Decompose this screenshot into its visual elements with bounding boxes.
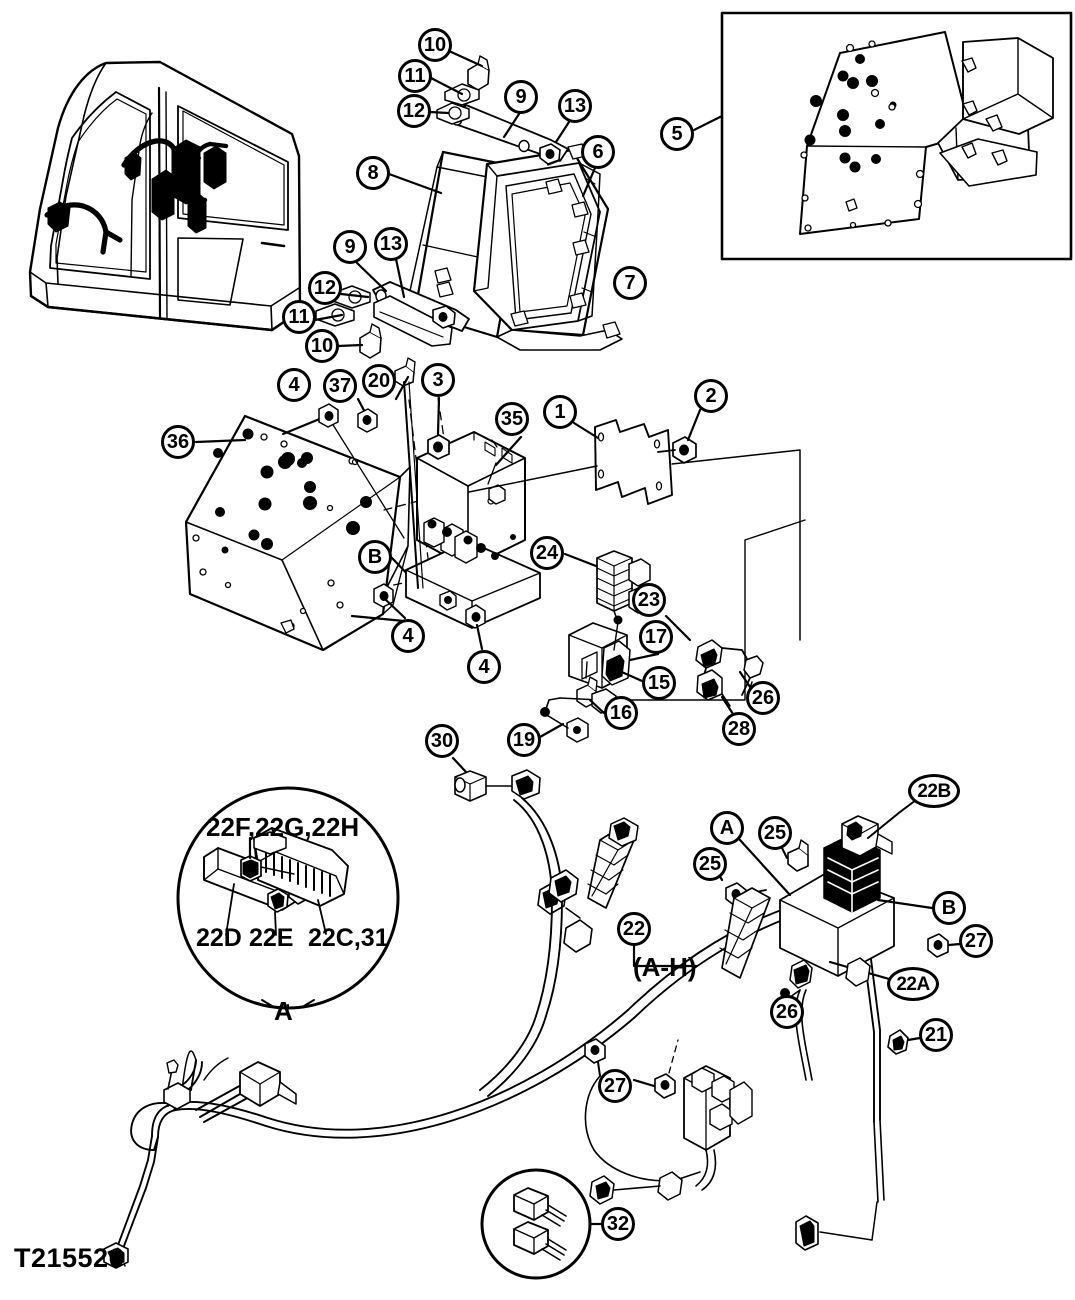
harness-fuse-strips xyxy=(479,797,771,1097)
callout-bubble-21: 21 xyxy=(919,1018,953,1052)
callout-bubble-19: 19 xyxy=(507,723,541,757)
callout-bubble-36: 36 xyxy=(161,425,195,459)
callout-bubble-10: 10 xyxy=(305,329,339,363)
callout-bubble-11: 11 xyxy=(398,59,432,93)
callout-bubble-b: B xyxy=(358,540,392,574)
callout-bubble-16: 16 xyxy=(604,696,638,730)
callout-bubble-8: 8 xyxy=(356,156,390,190)
callout-bubble-17: 17 xyxy=(639,620,673,654)
inset-box-bracket-panel xyxy=(692,11,1073,261)
callout-bubble-22: 22 xyxy=(617,912,651,946)
callout-bubble-27: 27 xyxy=(959,924,993,958)
drawing-number: T215526 xyxy=(14,1243,125,1273)
callout-bubble-26: 26 xyxy=(746,681,780,715)
callout-bubble-b: B xyxy=(932,891,966,925)
detail-a-label-left: 22D xyxy=(196,924,242,952)
detail-a-label-right: 22C,31 xyxy=(308,924,389,952)
group-label-leader xyxy=(632,944,698,968)
callout-bubble-6: 6 xyxy=(581,135,615,169)
callout-bubble-9: 9 xyxy=(333,230,367,264)
callout-bubble-22a: 22A xyxy=(887,967,939,1001)
callout-bubble-4: 4 xyxy=(391,619,425,653)
callout-bubble-9: 9 xyxy=(504,80,538,114)
control-box-chassis xyxy=(318,357,541,651)
callout-bubble-25: 25 xyxy=(758,816,792,850)
callout-bubble-24: 24 xyxy=(530,536,564,570)
callout-bubble-2: 2 xyxy=(694,379,728,413)
callout-bubble-22b: 22B xyxy=(908,774,960,808)
detail-circle-relays-art xyxy=(480,1168,603,1280)
callout-bubble-20: 20 xyxy=(362,364,396,398)
right-harness-assembly xyxy=(627,799,962,1251)
bottom-switch-assembly xyxy=(584,1038,753,1205)
callout-bubble-32: 32 xyxy=(601,1207,635,1241)
callout-bubble-13: 13 xyxy=(374,227,408,261)
callout-bubble-12: 12 xyxy=(308,271,342,305)
detail-a-label-top: 22F,22G,22H xyxy=(206,812,360,842)
callout-bubble-26: 26 xyxy=(770,995,804,1029)
harness-left-connectors xyxy=(103,1059,297,1269)
callout-bubble-30: 30 xyxy=(425,724,459,758)
callout-bubble-3: 3 xyxy=(421,363,455,397)
callout-bubble-28: 28 xyxy=(722,712,756,746)
callout-bubble-35: 35 xyxy=(495,402,529,436)
callout-bubble-27: 27 xyxy=(598,1069,632,1103)
callout-bubble-15: 15 xyxy=(642,666,676,700)
connector-30 xyxy=(451,756,541,802)
callout-bubble-5: 5 xyxy=(660,117,694,151)
callout-bubble-23: 23 xyxy=(632,583,666,617)
upper-bracket-arm xyxy=(387,49,597,198)
callout-bubble-11: 11 xyxy=(282,300,316,334)
callout-bubble-25: 25 xyxy=(693,847,727,881)
monitor-display-assembly xyxy=(407,143,623,351)
group-range-label: (A-H) xyxy=(633,952,697,982)
callout-bubble-a: A xyxy=(710,811,744,845)
callout-bubble-13: 13 xyxy=(558,89,592,123)
detail-circle-a-art xyxy=(176,786,400,1010)
callout-bubble-4: 4 xyxy=(467,650,501,684)
callout-bubble-4: 4 xyxy=(277,368,311,402)
lower-bracket-arm xyxy=(313,257,470,359)
operator-cab-illustration xyxy=(28,60,302,332)
callout-bubble-10: 10 xyxy=(418,28,452,62)
callout-bubble-12: 12 xyxy=(397,94,431,128)
callout-bubble-37: 37 xyxy=(323,369,357,403)
sensor-harness-26-28 xyxy=(695,639,764,716)
mount-bracket-1 xyxy=(468,408,801,641)
callout-bubble-1: 1 xyxy=(543,395,577,429)
detail-a-label-center: 22E xyxy=(249,924,294,952)
callout-bubble-7: 7 xyxy=(613,266,647,300)
detail-a-title: A xyxy=(274,996,293,1026)
